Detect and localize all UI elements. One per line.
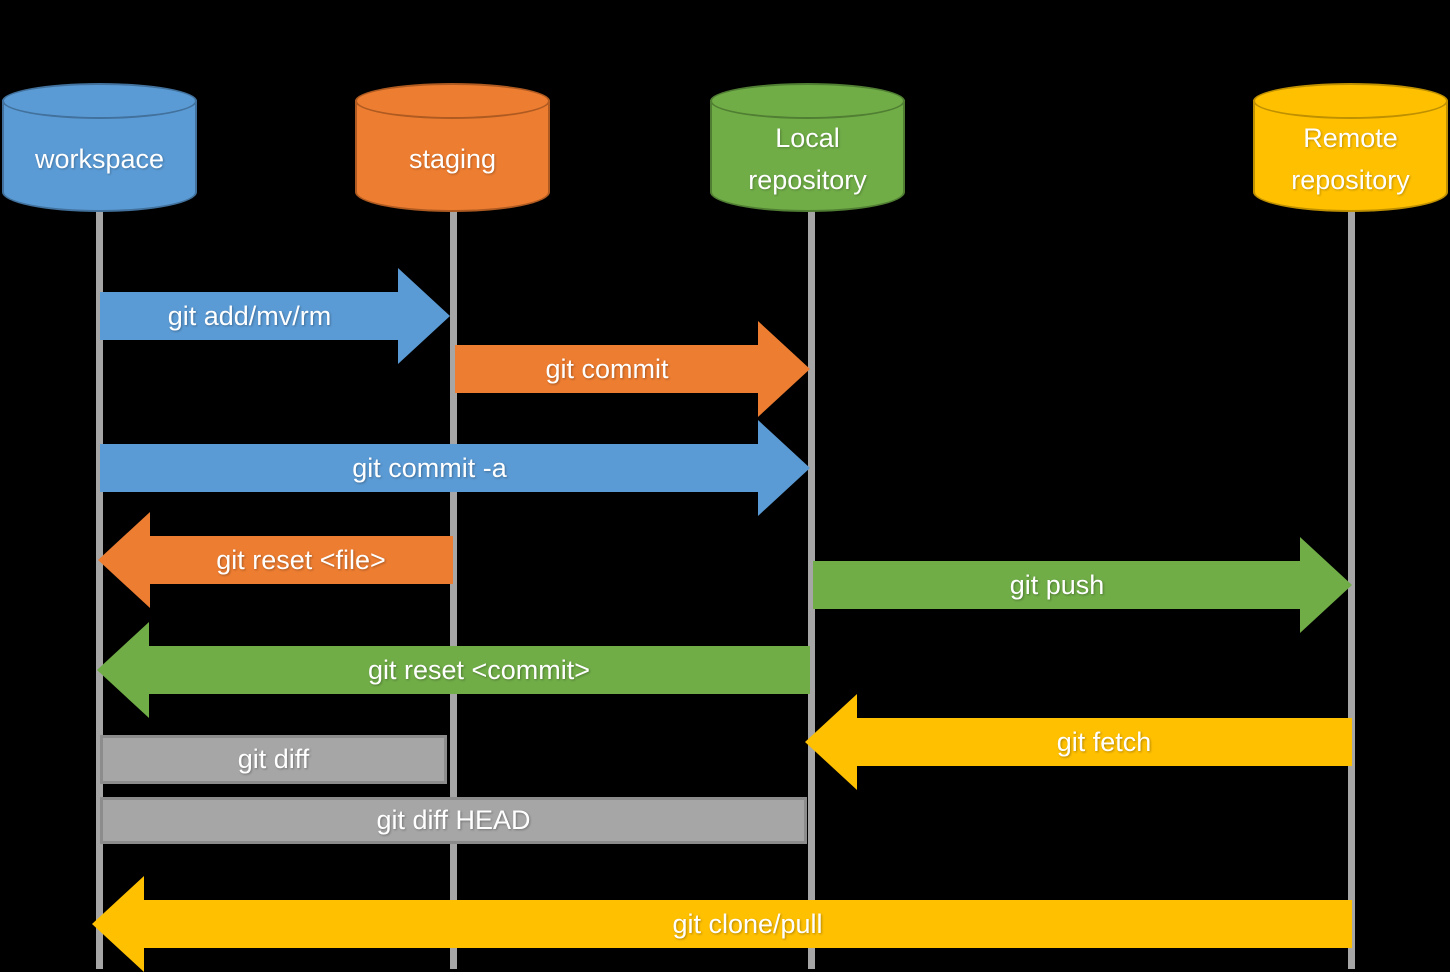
arrow-git-commit: git commit [455,321,810,417]
node-label: Remote repository [1291,122,1410,195]
cylinder-body [710,100,905,212]
arrow-git-reset-commit: git reset <commit> [97,622,810,718]
arrow-label: git reset <commit> [367,654,591,685]
cylinder-top-ellipse [2,83,197,119]
arrow-head-left [805,694,857,790]
lifeline-local-repository [808,205,815,969]
cylinder-top-ellipse [710,83,905,119]
node-staging: staging [355,83,550,212]
bar-label: git diff [237,744,310,774]
node-label: workspace [34,143,165,174]
arrow-head-right [758,420,810,516]
node-workspace: workspace [2,83,197,212]
arrow-head-left [97,622,149,718]
arrow-git-reset-file: git reset <file> [98,512,453,608]
node-label: Local repository [748,122,867,195]
arrow-head-right [398,268,450,364]
node-label: staging [408,143,497,174]
bar-git-diff-head: git diff HEAD [100,797,807,844]
node-local-repository: Local repository [710,83,905,212]
arrow-head-left [92,876,144,972]
bar-git-diff: git diff [100,735,447,784]
arrow-label: git add/mv/rm [167,300,332,331]
arrow-git-commit-a: git commit -a [100,420,810,516]
arrow-label: git push [1009,569,1105,600]
arrow-label: git commit [545,353,669,384]
lifeline-staging [450,205,457,969]
node-remote-repository: Remote repository [1253,83,1448,212]
arrow-git-add-mv-rm: git add/mv/rm [100,268,450,364]
arrow-git-push: git push [813,537,1352,633]
arrow-shaft [143,900,1352,948]
arrow-shaft [856,718,1352,766]
arrow-label: git commit -a [352,452,507,483]
arrow-label: git fetch [1056,726,1152,757]
arrow-shaft [455,345,759,393]
cylinder-top-ellipse [1253,83,1448,119]
arrow-shaft [813,561,1301,609]
arrow-git-fetch: git fetch [805,694,1352,790]
arrow-head-left [98,512,150,608]
bar-label: git diff HEAD [376,805,531,835]
arrow-shaft [100,444,759,492]
arrow-label: git clone/pull [672,908,823,939]
arrow-head-right [758,321,810,417]
cylinder-top-ellipse [355,83,550,119]
arrow-shaft [148,646,810,694]
arrow-git-clone-pull: git clone/pull [92,876,1352,972]
arrow-shaft [100,292,399,340]
arrow-head-right [1300,537,1352,633]
arrow-label: git reset <file> [216,544,386,575]
arrow-shaft [149,536,453,584]
